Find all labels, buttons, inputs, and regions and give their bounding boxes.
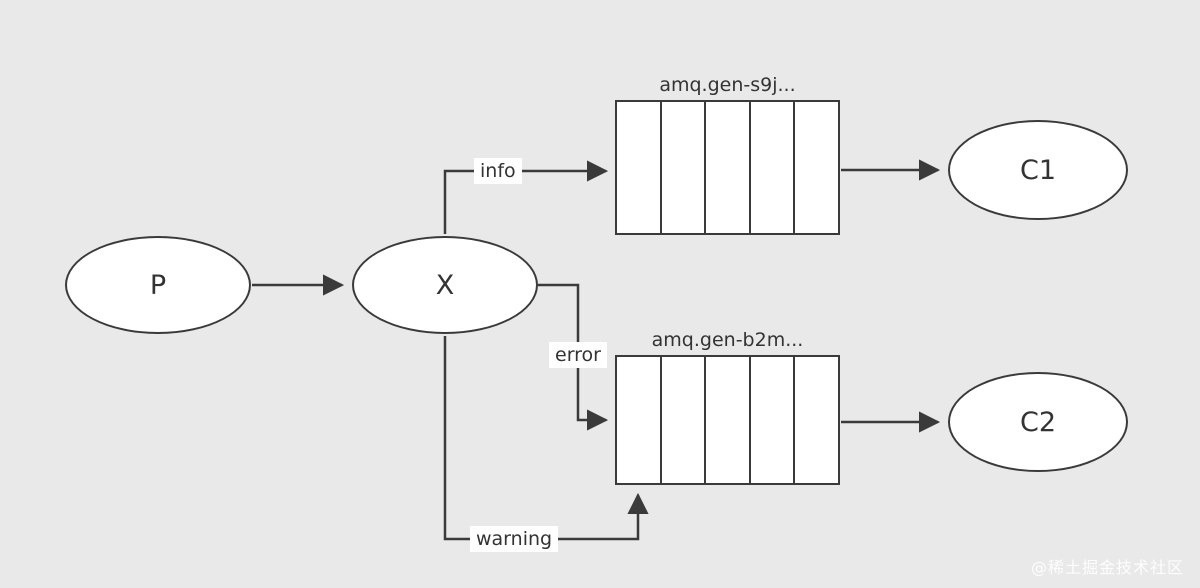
consumer1-node: C1 [948, 120, 1128, 220]
queue-cell [795, 357, 838, 483]
queue-cell [751, 357, 796, 483]
queue-cell [662, 357, 707, 483]
queue-cell [617, 357, 662, 483]
consumer2-label: C2 [1019, 406, 1057, 438]
producer-node: P [65, 236, 251, 334]
queue-cell [706, 357, 751, 483]
queue-cell [795, 102, 838, 233]
consumer2-node: C2 [948, 372, 1128, 472]
watermark: @稀土掘金技术社区 [1030, 558, 1184, 577]
queue-cell [617, 102, 662, 233]
exchange-label: X [435, 269, 455, 301]
edge-label-error: error [549, 342, 607, 368]
edge-label-info: info [474, 158, 522, 184]
queue-cell [751, 102, 796, 233]
consumer1-label: C1 [1019, 154, 1057, 186]
queue2 [615, 355, 840, 485]
queue2-title: amq.gen-b2m... [651, 329, 804, 351]
edge-info-exchange-to-queue1 [443, 160, 609, 234]
queue1-title: amq.gen-s9j... [659, 74, 796, 96]
edge-warning-exchange-to-queue2 [443, 336, 649, 541]
edge-label-warning: warning [470, 526, 559, 552]
queue1 [615, 100, 840, 235]
queue-cell [662, 102, 707, 233]
producer-label: P [149, 269, 167, 301]
queue-cell [706, 102, 751, 233]
exchange-node: X [352, 236, 538, 334]
